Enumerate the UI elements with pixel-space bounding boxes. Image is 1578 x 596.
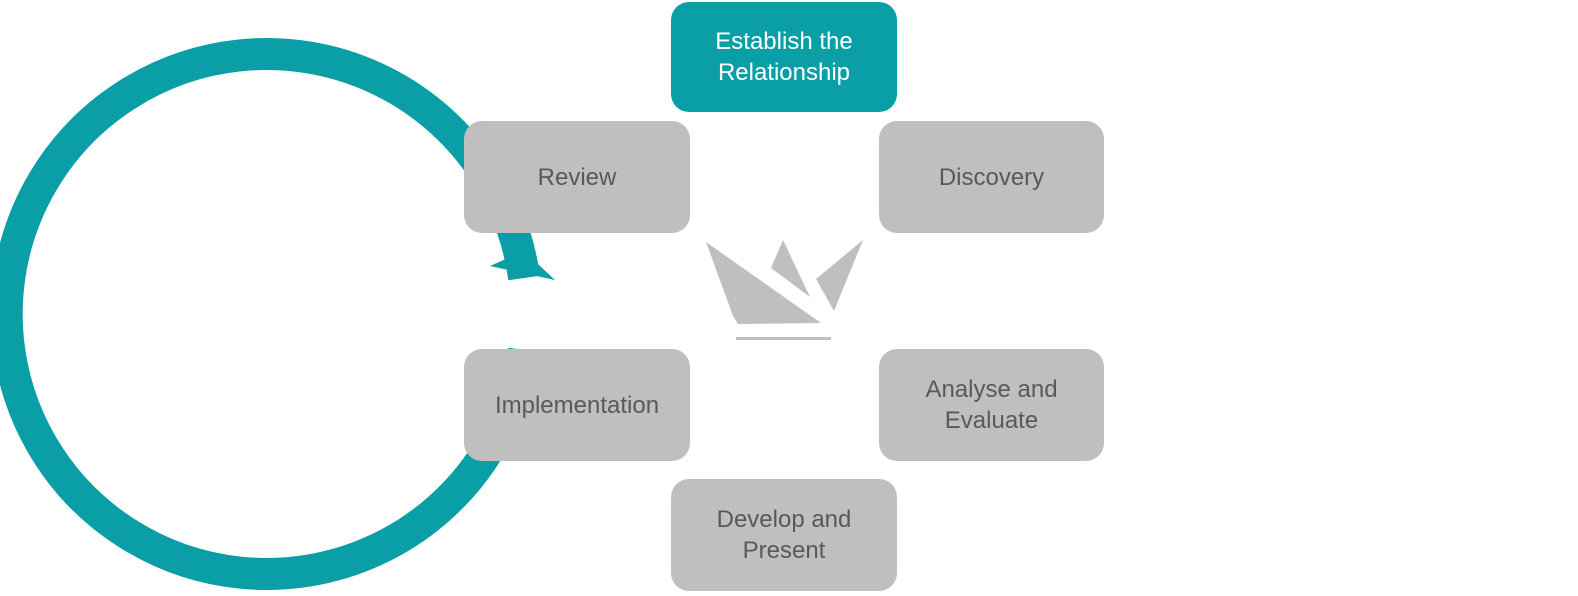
cycle-arrowhead: [490, 251, 555, 280]
logo-sail-middle: [771, 240, 810, 297]
stage-analyse-evaluate: Analyse and Evaluate: [879, 349, 1104, 461]
stage-develop-present: Develop and Present: [671, 479, 897, 591]
cycle-arc: [0, 38, 541, 590]
logo-sail-right: [816, 240, 863, 311]
origami-boat-logo-icon: [706, 240, 863, 340]
stage-discovery: Discovery: [879, 121, 1104, 233]
stage-review: Review: [464, 121, 690, 233]
logo-sail-large: [706, 242, 821, 324]
logo-baseline: [736, 337, 831, 340]
stage-establish-relationship: Establish the Relationship: [671, 2, 897, 112]
stage-implementation: Implementation: [464, 349, 690, 461]
